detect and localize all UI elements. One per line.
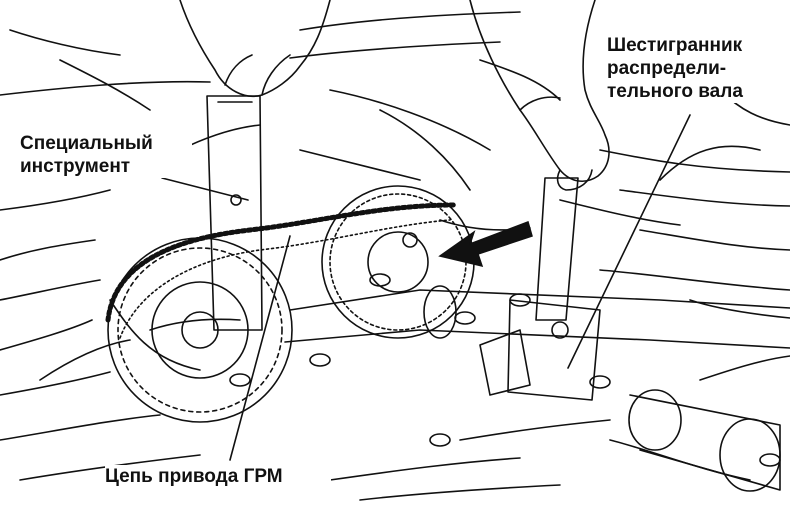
callout-camshaft-hex: Шестигранник распредели- тельного вала [607,34,777,103]
camshaft-hex-wrench [479,177,601,401]
callout-camshaft-hex-line-3: тельного вала [607,81,743,102]
callout-timing-chain: Цепь привода ГРМ [105,465,331,488]
timing-chain-sprocket [107,237,293,423]
cylinder-head-bolts [229,273,781,467]
right-hand [469,0,610,191]
arrow-left-icon [438,221,533,268]
callout-camshaft-hex-line-2: распредели- [607,58,727,79]
callout-special-tool: Специальный инструмент [20,132,192,178]
leader-line-chain [229,235,291,461]
callout-camshaft-hex-line-1: Шестигранник [607,35,743,56]
timing-chain [105,202,458,323]
special-tool [206,95,263,331]
callout-special-tool-line-2: инструмент [20,156,131,177]
engine-block-outline [0,11,790,501]
callout-special-tool-line-1: Специальный [20,133,153,154]
leader-line-tool [161,177,249,201]
leader-line-hex [567,114,691,369]
camshaft [284,285,790,492]
left-hand [179,0,331,97]
